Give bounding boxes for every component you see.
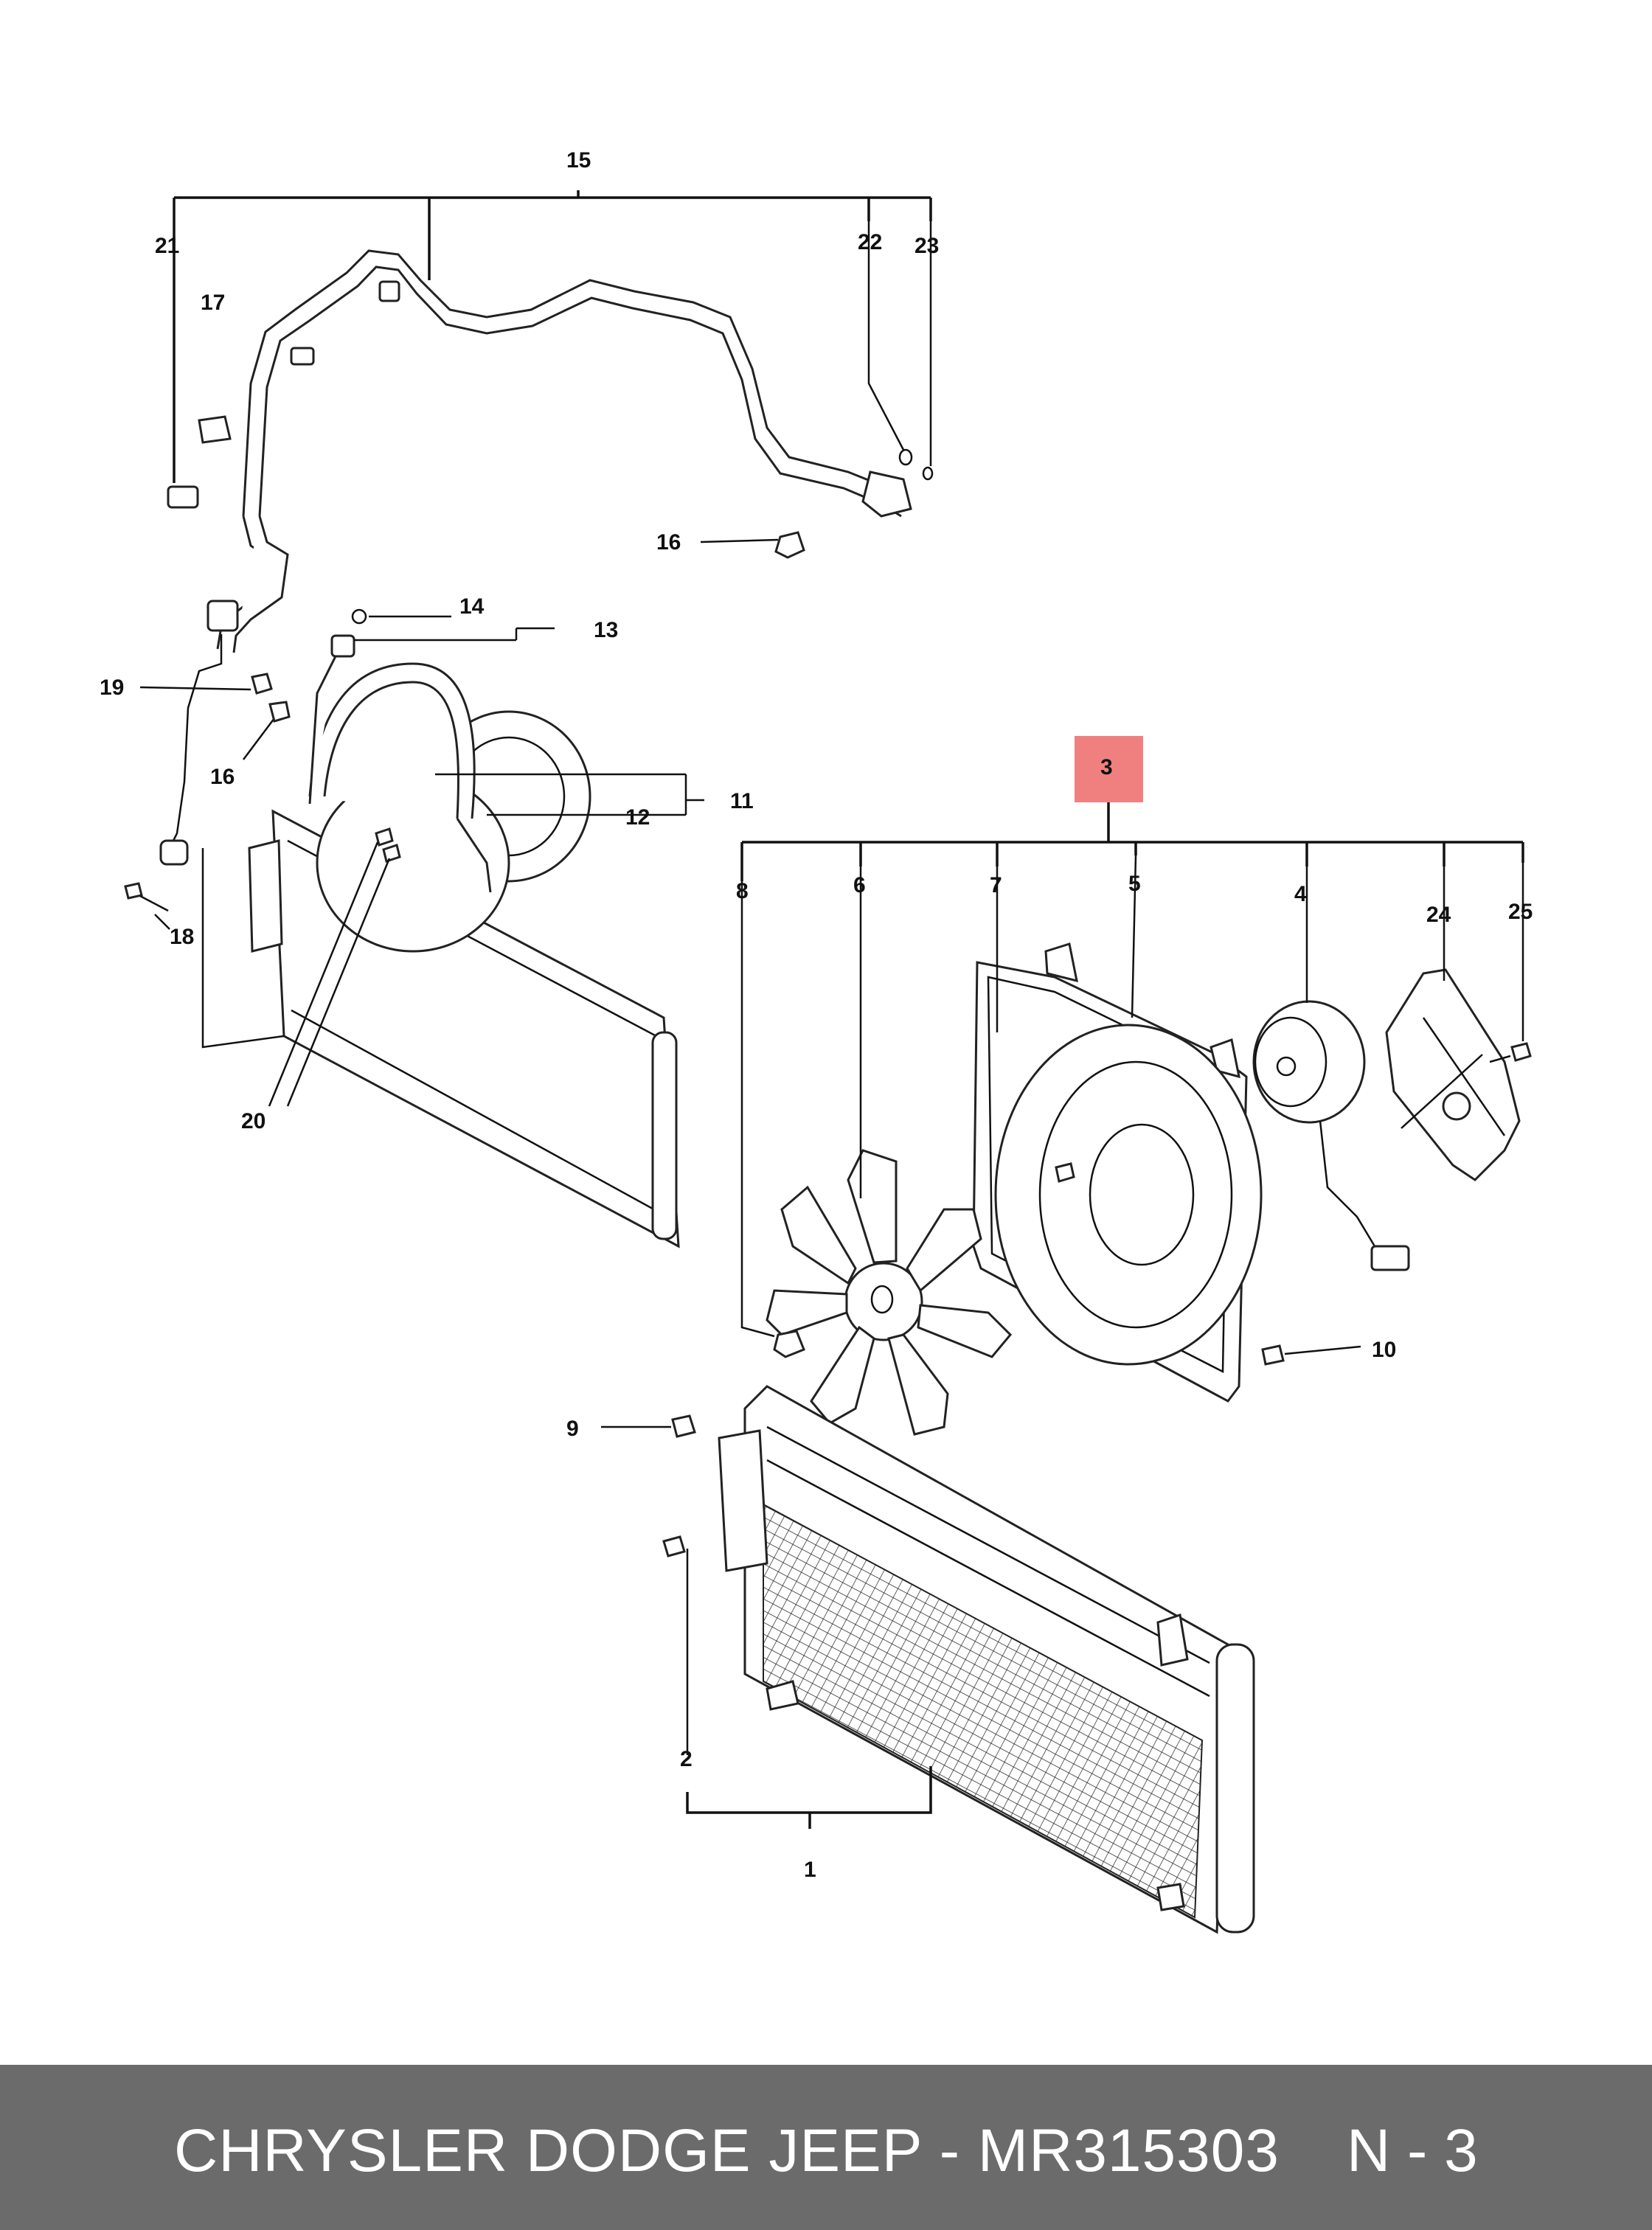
callout-9: 9 bbox=[566, 1417, 579, 1441]
ac-pipe-assembly bbox=[159, 190, 934, 866]
condenser-assembly bbox=[601, 1385, 1255, 1934]
footer-bar: CHRYSLER DODGE JEEP - MR315303 N - 3 bbox=[0, 2065, 1652, 2230]
callout-4: 4 bbox=[1294, 882, 1307, 906]
callout-21: 21 bbox=[155, 234, 179, 258]
callout-2: 2 bbox=[680, 1747, 693, 1771]
callout-8: 8 bbox=[736, 879, 749, 903]
fan-blades bbox=[766, 1149, 1013, 1436]
callout-25: 25 bbox=[1508, 900, 1533, 924]
callout-22: 22 bbox=[858, 230, 882, 254]
callout-23: 23 bbox=[914, 234, 939, 258]
callout-5: 5 bbox=[1128, 872, 1141, 896]
callout-6: 6 bbox=[853, 873, 866, 897]
callout-16-right: 16 bbox=[656, 530, 681, 555]
compressor-hose-group bbox=[124, 608, 704, 1248]
callout-20: 20 bbox=[241, 1109, 266, 1133]
callout-10: 10 bbox=[1372, 1338, 1396, 1362]
callout-14: 14 bbox=[459, 594, 485, 619]
callout-16-left: 16 bbox=[210, 765, 235, 789]
callout-11: 11 bbox=[730, 789, 754, 813]
callout-1: 1 bbox=[804, 1858, 816, 1882]
callout-3: 3 bbox=[1100, 755, 1113, 779]
callout-labels: 15 21 22 23 17 16 14 13 19 16 11 12 18 2… bbox=[100, 148, 1533, 1882]
highlight-box-3 bbox=[1075, 736, 1143, 802]
callout-17: 17 bbox=[201, 291, 225, 315]
callout-24: 24 bbox=[1426, 903, 1451, 927]
callout-18: 18 bbox=[170, 925, 194, 949]
fan-motor-assembly bbox=[740, 736, 1532, 1436]
callout-12: 12 bbox=[625, 805, 650, 830]
callout-19: 19 bbox=[100, 675, 124, 700]
callout-7: 7 bbox=[990, 873, 1002, 897]
callout-15: 15 bbox=[566, 148, 591, 173]
parts-diagram: 15 21 22 23 17 16 14 13 19 16 11 12 18 2… bbox=[100, 148, 1533, 1934]
callout-13: 13 bbox=[594, 618, 618, 642]
footer-diagram-code: N - 3 bbox=[1347, 2117, 1478, 2184]
footer-part-title: CHRYSLER DODGE JEEP - MR315303 bbox=[174, 2117, 1280, 2184]
